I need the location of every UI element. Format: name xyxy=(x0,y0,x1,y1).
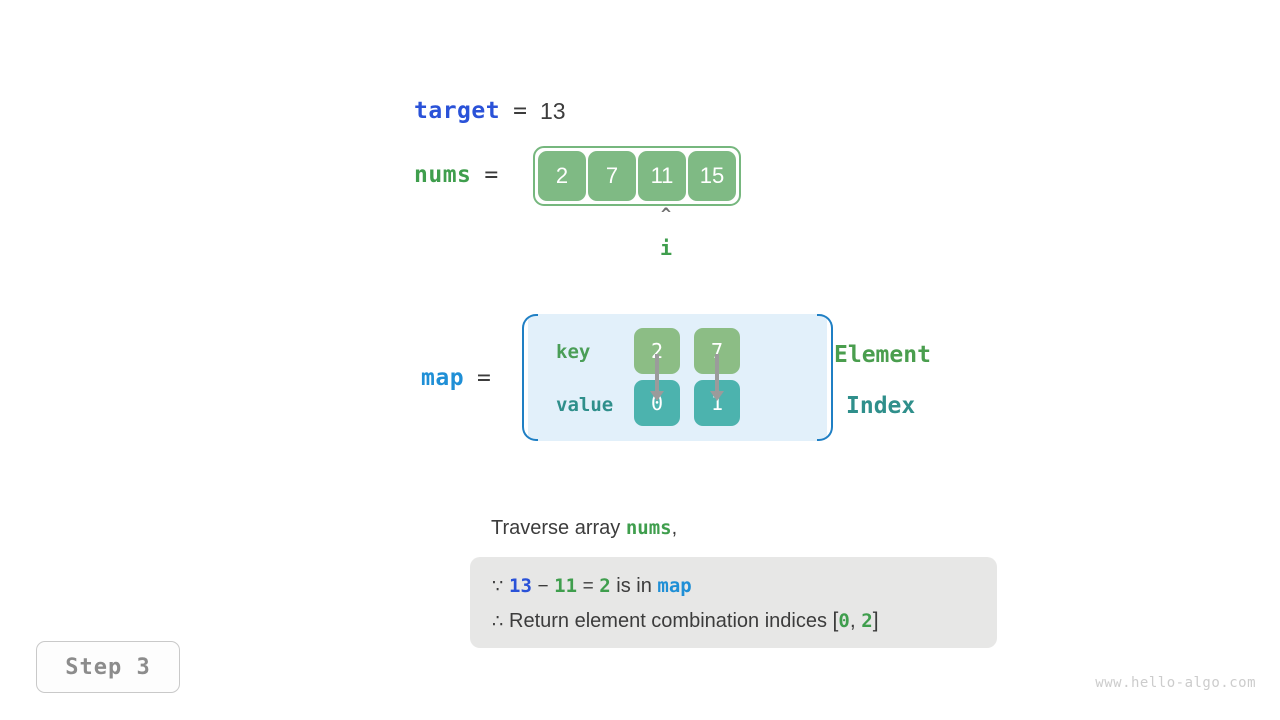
array-cell: 11 xyxy=(638,151,686,201)
equals-operator: = xyxy=(582,576,594,597)
hash-map-panel: key value 2 0 7 1 xyxy=(522,314,833,441)
map-row-label-value: value xyxy=(556,394,614,416)
watermark: www.hello-algo.com xyxy=(1095,675,1256,691)
map-variable-row: map = xyxy=(421,363,504,393)
map-row-label-key: key xyxy=(556,341,591,363)
caption-text: Traverse array nums, xyxy=(491,517,677,540)
array-cell: 15 xyxy=(688,151,736,201)
bracket-open: [ xyxy=(832,609,839,632)
step-badge-label: Step 3 xyxy=(65,654,151,680)
conclusion-target-value: 13 xyxy=(509,575,532,597)
caption-code-nums: nums xyxy=(625,517,672,539)
conclusion-map-ref: map xyxy=(657,575,692,597)
map-side-label-element: Element xyxy=(834,342,931,368)
bracket-close: ] xyxy=(872,609,879,632)
step-badge: Step 3 xyxy=(36,641,180,693)
array-cell: 2 xyxy=(538,151,586,201)
result-index-1: 2 xyxy=(861,610,873,632)
result-index-0: 0 xyxy=(838,610,850,632)
target-value: 13 xyxy=(539,97,566,124)
conclusion-line-1: ∵ 13 − 11 = 2 is in map xyxy=(492,569,975,604)
nums-equals-sign: = xyxy=(484,162,499,188)
key-to-value-arrow-icon xyxy=(650,354,664,401)
caption-suffix: , xyxy=(671,517,678,539)
nums-array-wrapper: 2 7 11 15 xyxy=(533,146,741,206)
target-variable-row: target = 13 xyxy=(414,95,566,127)
array-cell: 7 xyxy=(588,151,636,201)
map-bracket-left-icon xyxy=(522,314,538,441)
caret-up-icon: ^ xyxy=(660,205,672,225)
caption-prefix: Traverse array xyxy=(491,517,626,539)
nums-variable-row: nums = xyxy=(414,160,511,190)
map-side-label-index: Index xyxy=(846,393,916,419)
target-equals-sign: = xyxy=(513,98,527,124)
because-symbol-icon: ∵ xyxy=(492,576,504,597)
conclusion-box: ∵ 13 − 11 = 2 is in map ∴ Return element… xyxy=(470,557,997,648)
conclusion-line1-text: is in xyxy=(616,575,652,597)
conclusion-line2-text: Return element combination indices xyxy=(509,610,827,632)
nums-variable-name: nums xyxy=(414,162,472,188)
map-entry-column: 7 1 xyxy=(694,328,740,426)
nums-array: 2 7 11 15 xyxy=(533,146,741,206)
conclusion-line-2: ∴ Return element combination indices [0,… xyxy=(492,604,975,639)
pointer-label-i: i xyxy=(659,236,673,260)
conclusion-complement-value: 2 xyxy=(599,575,611,597)
map-bracket-right-icon xyxy=(817,314,833,441)
result-comma: , xyxy=(849,609,856,632)
map-variable-name: map xyxy=(421,365,465,391)
target-variable-name: target xyxy=(414,98,501,124)
index-pointer-group: ^ i xyxy=(640,205,692,260)
minus-operator: − xyxy=(537,576,549,597)
therefore-symbol-icon: ∴ xyxy=(492,611,504,632)
key-to-value-arrow-icon xyxy=(710,354,724,401)
map-key-cell: 7 xyxy=(694,328,740,374)
map-entry-column: 2 0 xyxy=(634,328,680,426)
map-equals-sign: = xyxy=(477,365,491,391)
conclusion-current-value: 11 xyxy=(554,575,578,597)
